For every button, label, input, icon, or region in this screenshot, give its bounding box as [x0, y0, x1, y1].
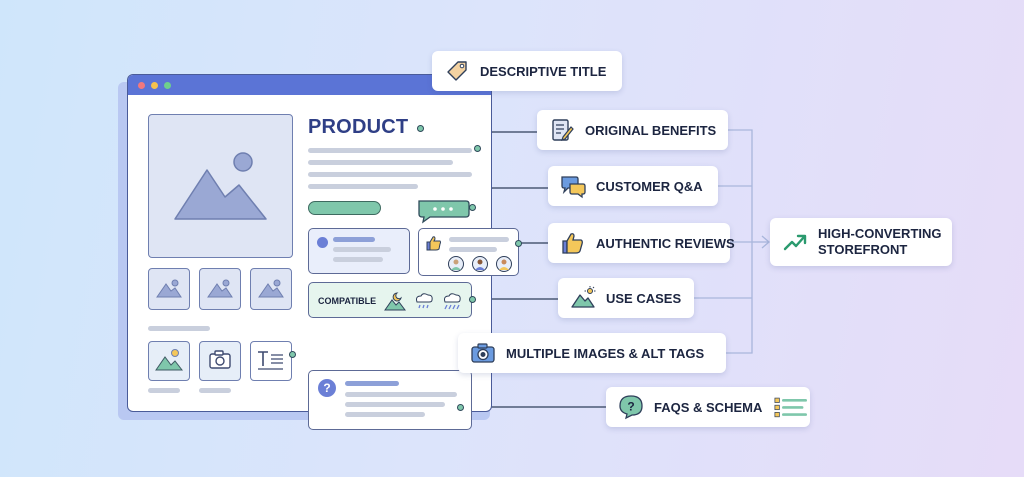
- description-line: [308, 184, 418, 189]
- qa-connector-dot: [469, 204, 476, 211]
- camera-icon: [471, 343, 495, 363]
- chat-bubble-icon: [418, 200, 470, 224]
- add-to-cart-button[interactable]: [308, 201, 381, 215]
- mountain-sun-icon: [571, 286, 596, 308]
- authentic-review-card: [418, 228, 519, 276]
- description-line: [308, 148, 472, 153]
- use-cases-connector-dot: [469, 296, 476, 303]
- label-text: MULTIPLE IMAGES & ALT TAGS: [506, 345, 705, 361]
- storefront-line-1: HIGH-CONVERTING: [818, 226, 942, 241]
- chat-bubbles-icon: [561, 176, 586, 199]
- placeholder-line: [199, 388, 231, 393]
- minimize-dot: [151, 82, 158, 89]
- product-title: PRODUCT: [308, 116, 409, 138]
- label-storefront: HIGH-CONVERTING STOREFRONT: [770, 218, 952, 266]
- label-customer-qa: CUSTOMER Q&A: [548, 166, 718, 206]
- description-line: [308, 160, 453, 165]
- faq-line: [345, 412, 425, 417]
- thumbnail-3: [250, 268, 292, 310]
- review-line: [333, 247, 391, 252]
- images-connector-dot: [289, 351, 296, 358]
- mountain-image-icon: [155, 349, 184, 371]
- reviewer-avatars: [448, 256, 512, 272]
- text-tile: [250, 341, 292, 381]
- review-line: [333, 257, 383, 262]
- mountain-image-icon: [258, 279, 284, 298]
- document-pen-icon: [552, 119, 574, 141]
- label-original-benefits: ORIGINAL BENEFITS: [537, 110, 728, 150]
- faq-card: ?: [308, 370, 472, 430]
- faq-line: [345, 402, 445, 407]
- svg-text:?: ?: [627, 400, 634, 414]
- text-format-icon: [258, 351, 283, 370]
- title-connector-dot: [417, 125, 424, 132]
- benefits-connector-dot: [474, 145, 481, 152]
- mountain-image-icon: [156, 279, 182, 298]
- placeholder-line: [148, 388, 180, 393]
- compatible-card: COMPATIBLE: [308, 282, 472, 318]
- label-descriptive-title: DESCRIPTIVE TITLE: [432, 51, 622, 91]
- question-icon: ?: [318, 379, 336, 397]
- storefront-line-2: STOREFRONT: [818, 242, 908, 257]
- reviews-connector-dot: [515, 240, 522, 247]
- thumbs-up-icon: [562, 233, 583, 254]
- compatible-label: COMPATIBLE: [318, 296, 377, 306]
- mountain-image-icon: [174, 152, 267, 220]
- trending-up-icon: [783, 234, 807, 251]
- weather-icons: [384, 292, 461, 311]
- review-line: [333, 237, 375, 242]
- mountain-image-icon: [207, 279, 233, 298]
- question-icon: ?: [619, 395, 643, 420]
- browser-titlebar: [128, 75, 491, 95]
- label-text: ORIGINAL BENEFITS: [585, 122, 717, 138]
- main-product-image: [148, 114, 293, 258]
- camera-tile: [199, 341, 241, 381]
- camera-icon: [209, 350, 231, 369]
- label-text: DESCRIPTIVE TITLE: [480, 63, 607, 79]
- label-authentic-reviews: AUTHENTIC REVIEWS: [548, 223, 735, 263]
- thumbnail-1: [148, 268, 190, 310]
- avatar: [317, 237, 328, 248]
- tag-icon: [447, 61, 467, 81]
- faq-line: [345, 381, 399, 386]
- review-line: [449, 247, 497, 252]
- label-text: USE CASES: [606, 290, 682, 306]
- placeholder-line: [148, 326, 210, 331]
- image-tile: [148, 341, 190, 381]
- label-text: CUSTOMER Q&A: [596, 178, 703, 194]
- thumbs-up-icon: [426, 236, 441, 251]
- label-faqs-schema: ? FAQS & SCHEMA: [606, 387, 810, 427]
- maximize-dot: [164, 82, 171, 89]
- label-use-cases: USE CASES: [558, 278, 694, 318]
- schema-list-icon: [774, 397, 808, 418]
- thumbnail-2: [199, 268, 241, 310]
- review-card: [308, 228, 410, 274]
- faq-line: [345, 392, 457, 397]
- review-line: [449, 237, 509, 242]
- label-text: FAQS & SCHEMA: [654, 399, 763, 415]
- faq-connector-dot: [457, 404, 464, 411]
- label-multiple-images: MULTIPLE IMAGES & ALT TAGS: [458, 333, 726, 373]
- close-dot: [138, 82, 145, 89]
- description-line: [308, 172, 472, 177]
- label-text: AUTHENTIC REVIEWS: [596, 235, 735, 251]
